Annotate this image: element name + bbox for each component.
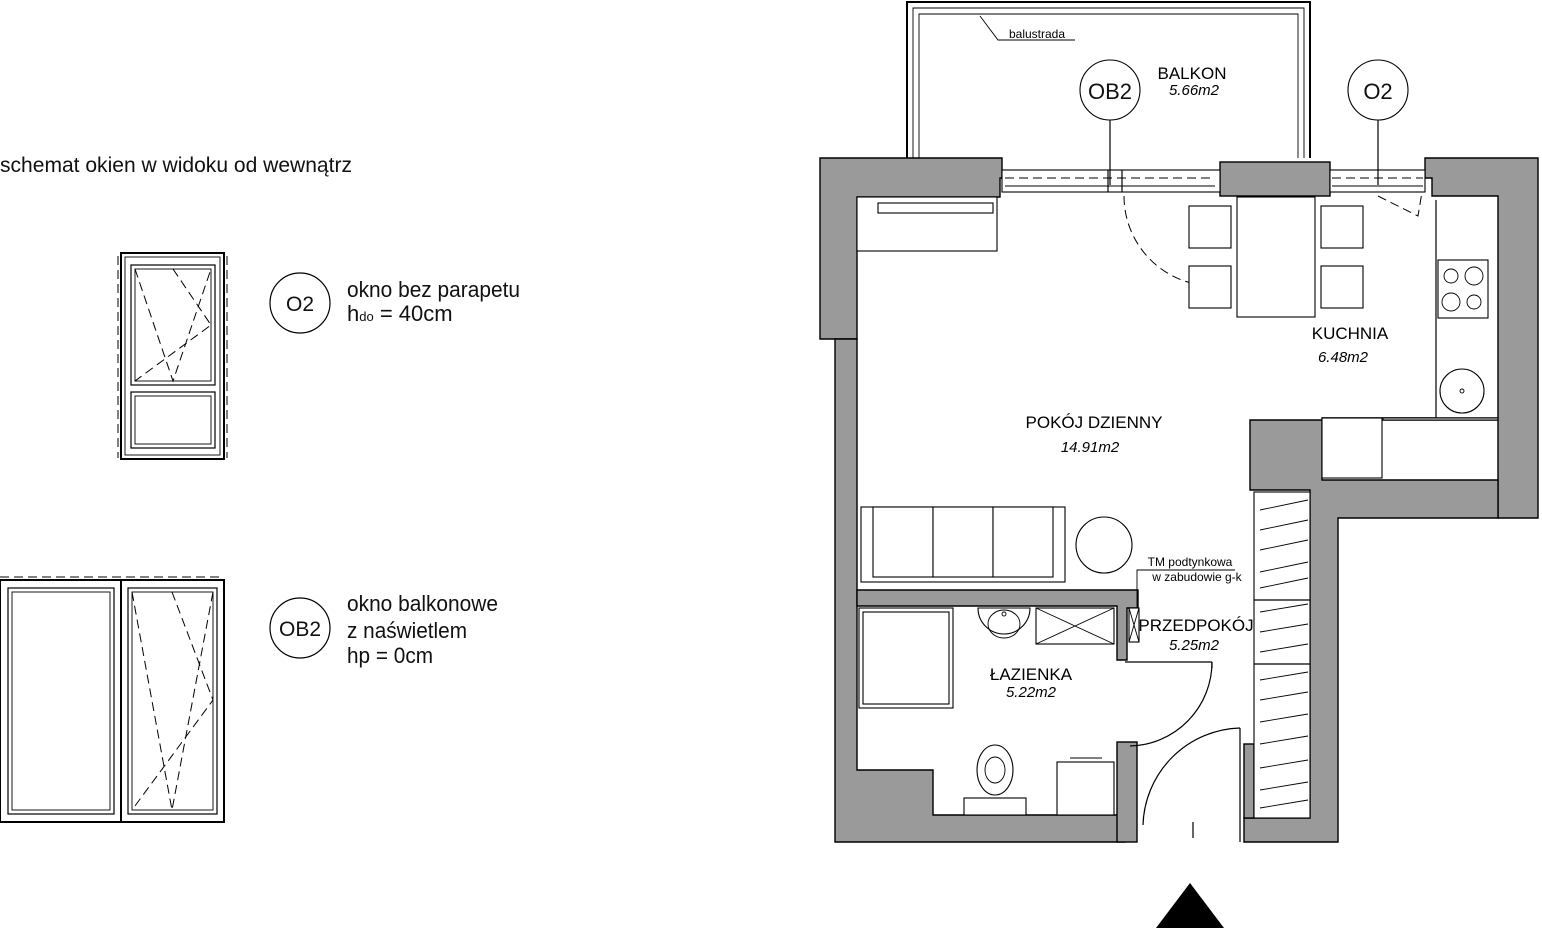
window-o2-height: hdo = 40cm [347,301,453,326]
window-ob2-plan [1001,169,1221,287]
bathtub [858,607,954,709]
washbasin-icon [977,607,1031,639]
window-tag-o2-plan: O2 [1347,59,1409,185]
hall-wardrobe [1253,491,1311,819]
room-przedpokoj-area: 5.25m2 [1169,637,1220,654]
room-balkon-area: 5.66m2 [1169,82,1220,99]
room-lazienka-area: 5.22m2 [1006,684,1057,701]
window-tag-o2-legend: O2 [269,272,331,334]
installation-shaft [1128,569,1235,643]
window-ob2-elevation [0,576,225,823]
floor-plan: balustrada [819,1,1539,928]
walls [819,157,1539,843]
stove-icon [1437,259,1489,319]
window-tag-ob2-legend-label: OB2 [279,618,321,641]
legend-title: schemat okien w widoku od wewnątrz [0,154,352,177]
room-kuchnia-name: KUCHNIA [1312,324,1389,343]
dining-set [1188,196,1364,318]
window-legend: schemat okien w widoku od wewnątrz O2 ok… [0,154,520,823]
window-tag-ob2-plan: OB2 [1079,59,1141,185]
room-lazienka-name: ŁAZIENKA [990,665,1073,684]
window-ob2-height: hp = 0cm [347,643,433,668]
window-o2-description: okno bez parapetu [347,277,520,302]
washing-machine [1035,607,1115,645]
toilet-icon [963,744,1027,816]
window-ob2-description: okno balkonowe [347,591,498,616]
installation-label-line2: w zabudowie g-k [1151,570,1242,584]
room-przedpokoj-name: PRZEDPOKÓJ [1138,616,1253,635]
entrance-arrow-icon [1156,883,1224,928]
room-balkon-name: BALKON [1158,64,1227,83]
wardrobe-living [856,196,998,252]
room-kuchnia-area: 6.48m2 [1318,349,1369,366]
bathroom-door [1125,661,1213,747]
window-tag-o2-plan-label: O2 [1363,79,1392,104]
bathroom-cabinet [1056,757,1115,816]
sink-icon [1439,368,1485,414]
window-tag-ob2-legend: OB2 [269,597,331,659]
balcony: balustrada [906,1,1311,158]
entrance-door [1142,727,1241,842]
railing-label: balustrada [1009,27,1065,41]
room-pokoj-name: POKÓJ DZIENNY [1026,413,1163,432]
window-tag-o2-legend-label: O2 [286,293,314,316]
window-ob2-skylight: z naświetlem [347,618,467,643]
room-pokoj-area: 14.91m2 [1061,439,1120,456]
window-tag-ob2-plan-label: OB2 [1088,79,1132,104]
sofa [860,506,1066,583]
kitchen-counter [1321,200,1499,479]
installation-label-line1: TM podtynkowa [1148,555,1233,569]
window-o2-elevation [117,252,228,460]
round-table [1075,516,1133,574]
